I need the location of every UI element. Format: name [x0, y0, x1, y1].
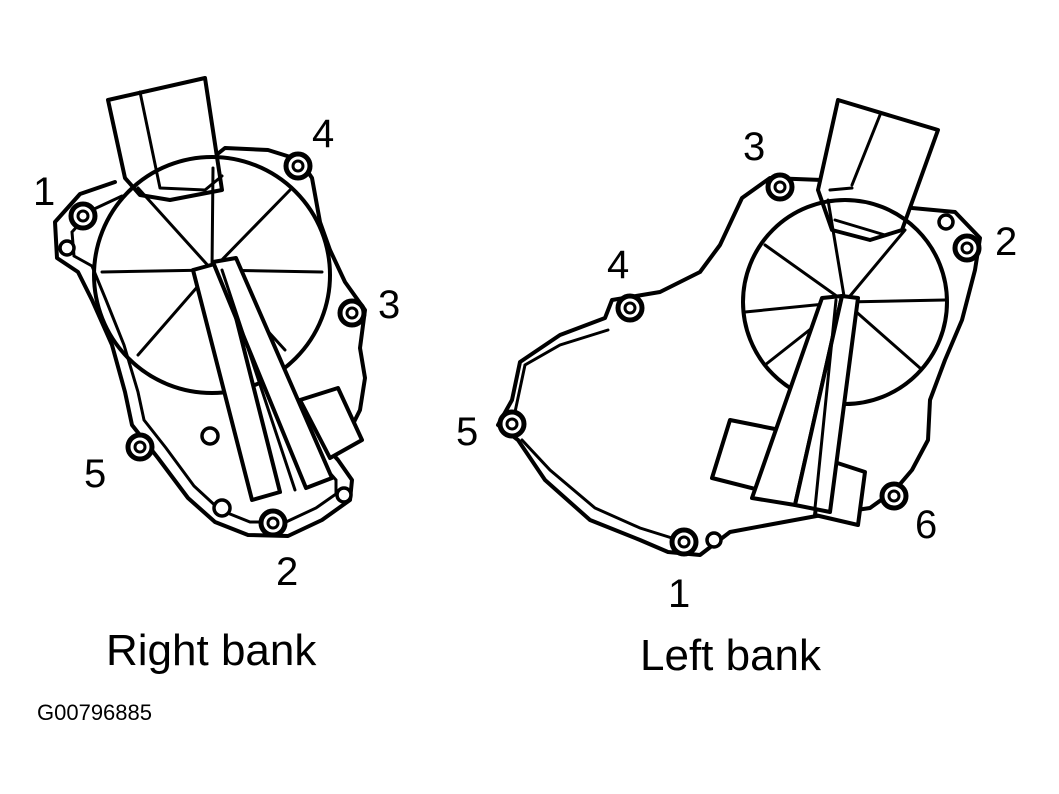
left-bank-gasket-inner-b [520, 438, 674, 540]
left-bank-bolt-4 [615, 293, 645, 323]
left-bank-bolt-label-5: 5 [456, 410, 478, 454]
left-bank-cover [496, 98, 982, 557]
right-bank-bolt-3 [337, 298, 367, 328]
left-bank-hole [705, 531, 723, 549]
right-bank-bolt-label-2: 2 [276, 550, 298, 594]
right-bank-bolt-label-3: 3 [378, 283, 400, 327]
right-bank-bolt-label-1: 1 [33, 170, 55, 214]
left-bank-bolt-3 [765, 172, 795, 202]
left-bank-bolt-5 [497, 409, 527, 439]
left-bank-rail-divider [813, 298, 838, 510]
left-bank-gasket-inner [513, 328, 610, 414]
right-bank-cover [53, 76, 367, 538]
left-bank-bolt-1 [669, 527, 699, 557]
left-bank-bolt-label-2: 2 [995, 220, 1017, 264]
left-bank-bolt-label-4: 4 [607, 243, 629, 287]
right-bank-bolt-label-5: 5 [84, 452, 106, 496]
right-bank-bolt-2 [258, 508, 288, 538]
left-bank-dowel-hole [937, 213, 955, 231]
left-bank-bolt-2 [952, 233, 982, 263]
right-bank-impeller [92, 155, 332, 395]
right-bank-dowel-hole [58, 239, 76, 257]
right-bank-hole [200, 426, 220, 446]
right-bank-hole [335, 486, 353, 504]
right-bank-bolt-5 [125, 432, 155, 462]
left-bank-bolt-label-1: 1 [668, 572, 690, 616]
right-bank-rail-b [211, 256, 334, 490]
right-bank-bolt-4 [283, 151, 313, 181]
left-bank-upper-arm-inner [828, 113, 887, 237]
left-bank-caption: Left bank [640, 631, 822, 680]
left-bank-bolt-label-3: 3 [743, 125, 765, 169]
figure-id: G00796885 [37, 700, 152, 725]
left-bank-gasket-outline [496, 176, 982, 557]
right-bank-caption: Right bank [106, 626, 317, 675]
right-bank-side-block [298, 386, 364, 460]
left-bank-bolt-6 [879, 481, 909, 511]
left-bank-upper-arm [816, 98, 940, 242]
right-bank-hole [212, 498, 232, 518]
right-bank-bolt-label-4: 4 [312, 112, 334, 156]
left-bank-bolt-label-6: 6 [915, 503, 937, 547]
right-bank-bolt-1 [68, 201, 98, 231]
right-bank-rail-divider [220, 268, 297, 492]
right-bank-upper-arm [106, 76, 224, 202]
